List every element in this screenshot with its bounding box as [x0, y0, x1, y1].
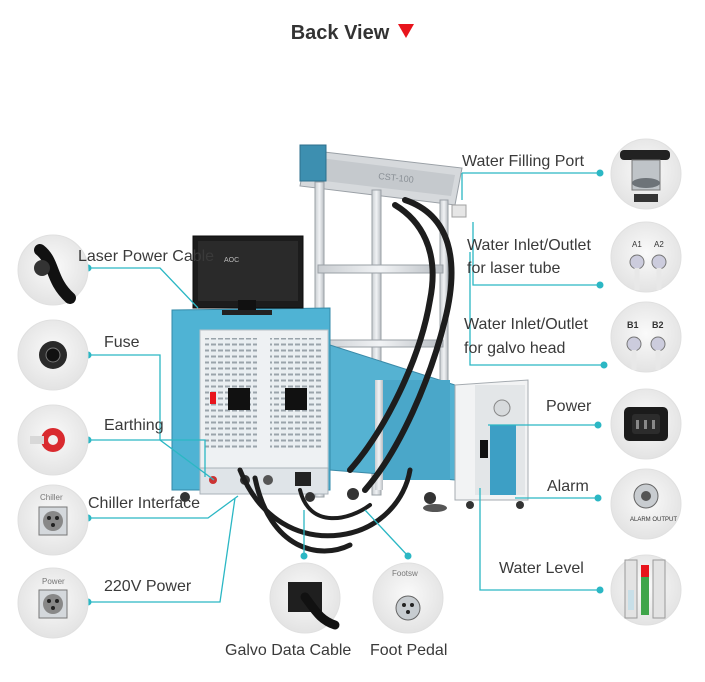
inset-fuse	[17, 319, 89, 391]
label-foot-pedal: Foot Pedal	[370, 642, 448, 659]
label-water-inlet-laser-line1: Water Inlet/Outlet	[467, 237, 591, 254]
label-earthing: Earthing	[104, 417, 164, 434]
inset-foot-pedal: Footsw	[372, 562, 444, 634]
inset-alarm: ALARM OUTPUT	[610, 468, 682, 540]
inset-laser-power-cable	[17, 234, 89, 306]
label-alarm: Alarm	[547, 478, 589, 495]
inset-water-filling-port	[610, 138, 682, 210]
power-inset-text: Power	[42, 577, 65, 586]
inlet-a1-label: A1	[632, 240, 642, 249]
label-water-inlet-laser-line2: for laser tube	[467, 260, 561, 277]
page-title: Back View	[290, 22, 390, 44]
cables	[237, 197, 455, 554]
label-laser-power-cable: Laser Power Cable	[78, 248, 215, 265]
inset-220v-power: Power	[17, 567, 89, 639]
label-220v-power: 220V Power	[104, 578, 192, 595]
chiller-unit	[454, 379, 529, 509]
leader-lines	[88, 172, 604, 603]
alarm-output-label: ALARM OUTPUT	[630, 517, 677, 523]
label-water-level: Water Level	[499, 560, 584, 577]
label-water-inlet-galvo-line1: Water Inlet/Outlet	[464, 316, 588, 333]
label-chiller-interface: Chiller Interface	[88, 495, 201, 512]
inset-chiller-interface: Chiller	[17, 484, 89, 556]
inset-earthing	[17, 404, 89, 476]
base-cabinet	[329, 344, 456, 512]
inlet-b1-label: B1	[627, 320, 639, 330]
monitor: AOC	[192, 235, 304, 315]
chiller-inset-text: Chiller	[40, 493, 63, 502]
label-galvo-data-cable: Galvo Data Cable	[225, 642, 352, 659]
inset-water-inlet-laser-tube: A1 A2	[610, 221, 682, 293]
control-cabinet	[171, 307, 331, 502]
down-triangle-icon	[398, 24, 415, 38]
inset-water-level	[610, 554, 682, 626]
laser-machine: CST-100	[171, 144, 529, 554]
title-row: Back View	[0, 22, 705, 45]
outlet-a2-label: A2	[654, 240, 664, 249]
inset-power	[610, 388, 682, 460]
inset-water-inlet-galvo-head: B1 B2	[610, 301, 682, 373]
inset-galvo-data-cable	[269, 562, 341, 634]
label-power: Power	[546, 398, 592, 415]
footsw-inset-text: Footsw	[392, 569, 418, 578]
label-water-inlet-galvo-line2: for galvo head	[464, 340, 566, 357]
head-text: CST-100	[378, 171, 414, 185]
label-water-filling-port: Water Filling Port	[462, 153, 585, 170]
outlet-b2-label: B2	[652, 320, 664, 330]
label-fuse: Fuse	[104, 334, 140, 351]
monitor-brand: AOC	[224, 257, 239, 264]
